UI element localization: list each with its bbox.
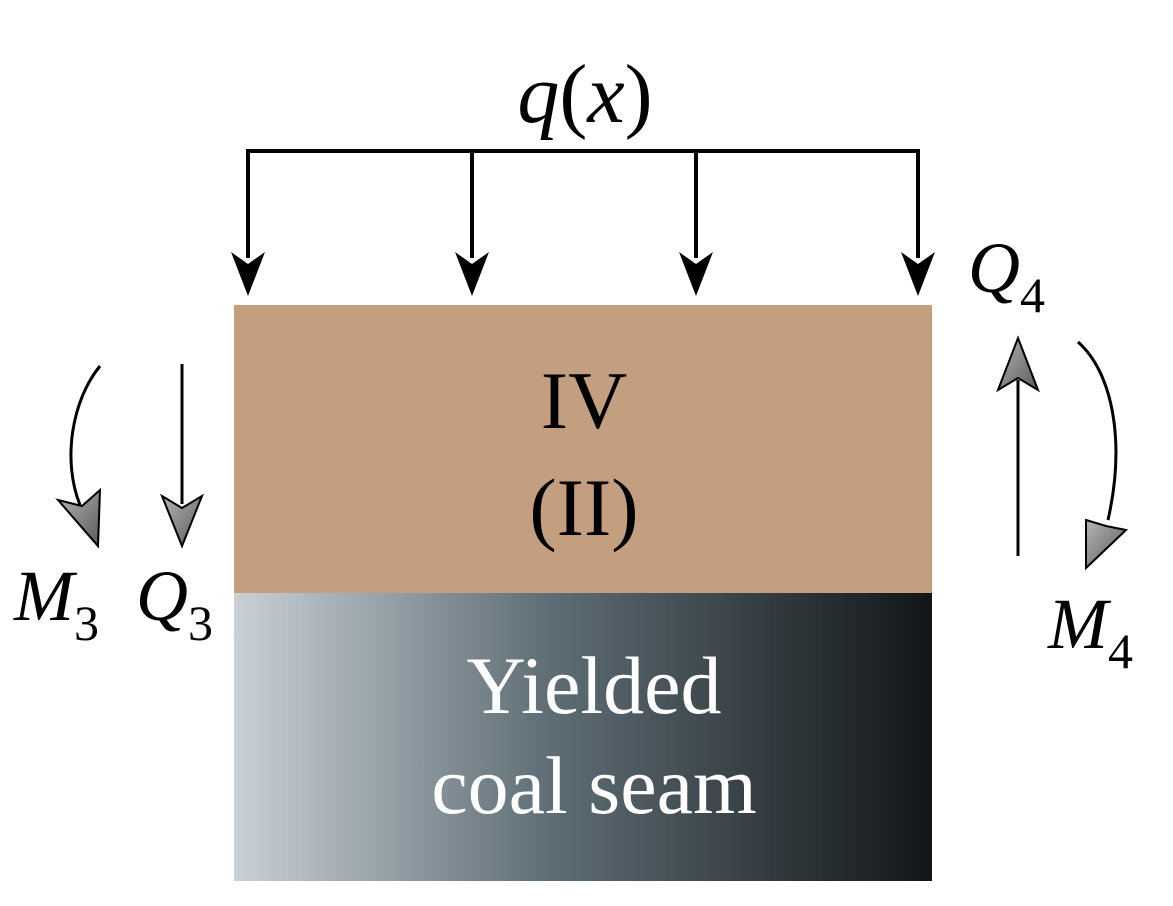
load-arrow-2 — [455, 151, 489, 296]
lower-block-rect — [234, 593, 932, 881]
upper-block: IV (II) — [234, 305, 932, 593]
q3-subscript: 3 — [188, 595, 213, 651]
upper-block-label-2: (II) — [529, 462, 638, 553]
left-shear-arrow — [159, 364, 205, 549]
load-label-open: ( — [559, 48, 587, 141]
m3-symbol: M — [13, 556, 78, 636]
distributed-load: q(x) — [231, 48, 935, 296]
upper-block-label-1: IV — [541, 355, 628, 446]
q4-subscript: 4 — [1020, 267, 1045, 323]
load-arrow-3 — [679, 151, 713, 296]
right-shear-label: Q4 — [968, 228, 1045, 323]
load-label-close: ) — [625, 48, 653, 141]
left-moment-arrow — [55, 365, 102, 549]
right-moment-label: M4 — [1047, 584, 1133, 679]
lower-block-label-1: Yielded — [466, 640, 721, 731]
load-arrow-4 — [901, 151, 935, 296]
load-arrow-1 — [231, 151, 265, 296]
load-label: q(x) — [517, 48, 652, 141]
q3-symbol: Q — [136, 556, 188, 636]
lower-block-label-2: coal seam — [431, 740, 757, 831]
right-shear-arrow — [996, 335, 1040, 556]
q4-symbol: Q — [968, 228, 1020, 308]
m4-subscript: 4 — [1108, 623, 1133, 679]
m4-symbol: M — [1047, 584, 1112, 664]
load-label-q: q — [517, 48, 559, 141]
right-moment-arrow — [1077, 340, 1129, 571]
lower-block: Yielded coal seam — [234, 593, 932, 881]
load-label-x: x — [585, 48, 624, 141]
left-moment-label: M3 — [13, 556, 99, 651]
m3-subscript: 3 — [74, 595, 99, 651]
left-shear-label: Q3 — [136, 556, 213, 651]
upper-block-rect — [234, 305, 932, 593]
